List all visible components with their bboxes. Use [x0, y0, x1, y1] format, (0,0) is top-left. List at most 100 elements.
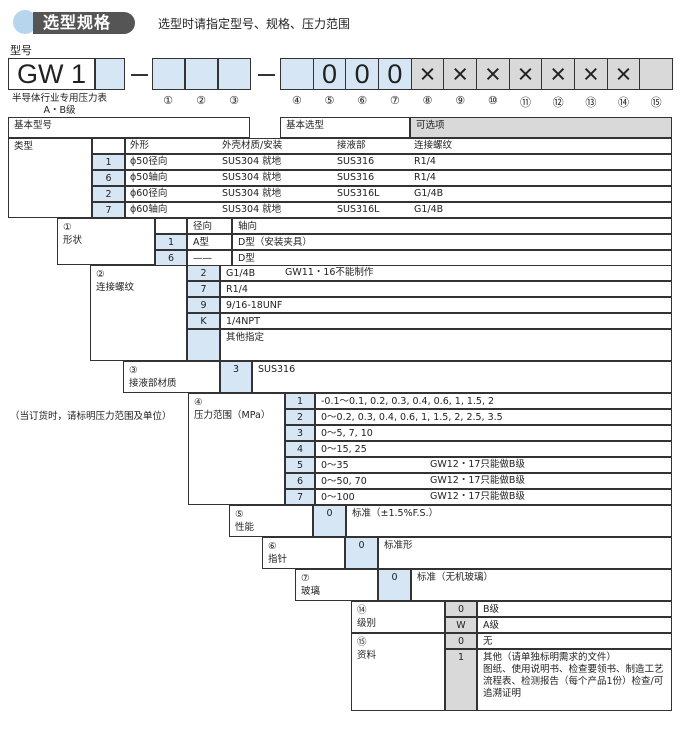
type-wetted: SUS316	[337, 172, 375, 183]
shape-code[interactable]: 1	[155, 234, 187, 250]
position-label-5: ⑤	[324, 94, 335, 107]
code-box-8: ×	[410, 58, 445, 90]
shape-axial-header: 轴向	[232, 218, 672, 234]
pressure-range: 0～15, 25	[315, 441, 672, 457]
performance-number: ⑤	[235, 509, 244, 520]
pressure-code[interactable]: 6	[285, 473, 315, 489]
glass-label: 玻璃	[301, 586, 321, 597]
type-column-header: 连接螺纹	[414, 140, 453, 151]
material-label-cell: ③ 接液部材质	[123, 361, 220, 393]
code-box-7: 0	[378, 58, 412, 90]
documents-code[interactable]: 1	[445, 649, 477, 711]
optional-header: 可选项	[410, 117, 672, 138]
pressure-code[interactable]: 5	[285, 457, 315, 473]
model-note-line2: A・B级	[43, 105, 76, 116]
type-column-header: 外壳材质/安装	[222, 140, 283, 151]
position-label-12: ⑫	[552, 96, 564, 109]
connection-text: G1/4B	[220, 265, 672, 281]
grade-label: 级别	[357, 618, 377, 629]
position-label-11: ⑪	[519, 96, 531, 109]
glass-number: ⑦	[301, 573, 310, 584]
type-label: 类型	[8, 138, 92, 218]
type-thread: G1/4B	[414, 188, 444, 199]
pressure-code[interactable]: 7	[285, 489, 315, 505]
pressure-range: 0～35	[315, 457, 672, 473]
connection-text: 1/4NPT	[220, 313, 672, 329]
dash-separator	[131, 74, 148, 76]
material-number: ③	[129, 365, 138, 376]
code-box-4[interactable]	[280, 58, 314, 90]
shape-label: 形状	[63, 235, 83, 246]
performance-label: 性能	[235, 522, 255, 533]
shape-label-cell: ① 形状	[57, 218, 155, 265]
type-code[interactable]: 6	[92, 170, 125, 186]
type-shape: ϕ60径向	[130, 188, 168, 199]
code-box-2[interactable]	[185, 58, 218, 90]
glass-code[interactable]: 0	[378, 569, 411, 601]
code-box-10: ×	[476, 58, 510, 90]
pressure-number: ④	[194, 397, 203, 408]
position-label-6: ⑥	[357, 94, 368, 107]
type-code[interactable]: 1	[92, 154, 125, 170]
glass-text: 标准（无机玻璃）	[411, 569, 672, 601]
connection-code[interactable]: K	[187, 313, 220, 329]
type-thread: R1/4	[414, 156, 436, 167]
position-label-1: ①	[163, 94, 173, 107]
pressure-code[interactable]: 4	[285, 441, 315, 457]
type-case: SUS304 就地	[222, 188, 282, 199]
material-label: 接液部材质	[129, 378, 177, 389]
pointer-label: 指针	[268, 554, 288, 565]
type-code[interactable]: 7	[92, 202, 125, 218]
position-label-13: ⑬	[585, 96, 597, 109]
documents-other-cell: 其他（请单独标明需求的文件）图纸、使用说明书、检查要领书、制造工艺流程表、检测报…	[477, 649, 672, 711]
performance-code[interactable]: 0	[313, 505, 346, 537]
grade-code[interactable]: 0	[445, 601, 477, 617]
type-code[interactable]: 2	[92, 186, 125, 202]
type-thread: R1/4	[414, 172, 436, 183]
documents-code[interactable]: 0	[445, 633, 477, 649]
type-wetted: SUS316L	[337, 188, 380, 199]
type-header-num	[92, 138, 125, 154]
connection-note: GW11・16不能制作	[285, 267, 374, 278]
type-row	[125, 186, 672, 202]
type-shape: ϕ60轴向	[130, 204, 168, 215]
pressure-code[interactable]: 3	[285, 425, 315, 441]
connection-code[interactable]	[187, 329, 220, 361]
position-label-10: ⑩	[487, 94, 498, 107]
type-row	[125, 154, 672, 170]
shape-radial: ——	[187, 250, 232, 266]
type-case: SUS304 就地	[222, 172, 282, 183]
position-label-3: ③	[229, 94, 239, 107]
pressure-code[interactable]: 1	[285, 393, 315, 409]
model-note: 半导体行业专用压力表 A・B级	[12, 93, 107, 117]
connection-label: 连接螺纹	[96, 282, 135, 293]
pointer-code[interactable]: 0	[345, 537, 378, 569]
connection-code[interactable]: 9	[187, 297, 220, 313]
pressure-range: 0～5, 7, 10	[315, 425, 672, 441]
code-box-3[interactable]	[218, 58, 251, 90]
pressure-code[interactable]: 2	[285, 409, 315, 425]
section-subtitle: 选型时请指定型号、规格、压力范围	[158, 17, 351, 31]
type-case: SUS304 就地	[222, 156, 282, 167]
performance-label-cell: ⑤ 性能	[229, 505, 313, 537]
model-note-line1: 半导体行业专用压力表	[12, 93, 108, 104]
connection-text: R1/4	[220, 281, 672, 297]
material-text: SUS316	[252, 361, 672, 393]
type-thread: G1/4B	[414, 204, 444, 215]
shape-number: ①	[63, 222, 72, 233]
grade-code[interactable]: W	[445, 617, 477, 633]
code-box-1[interactable]	[152, 58, 185, 90]
shape-axial: D型（安装夹具）	[232, 234, 672, 250]
shape-code[interactable]: 6	[155, 250, 187, 266]
connection-code[interactable]: 2	[187, 265, 220, 281]
material-code[interactable]: 3	[220, 361, 252, 393]
type-wetted: SUS316	[337, 156, 375, 167]
pointer-text: 标准形	[378, 537, 672, 569]
type-shape: ϕ50轴向	[130, 172, 168, 183]
model-suffix-input[interactable]	[95, 58, 125, 90]
connection-code[interactable]: 7	[187, 281, 220, 297]
type-row	[125, 170, 672, 186]
